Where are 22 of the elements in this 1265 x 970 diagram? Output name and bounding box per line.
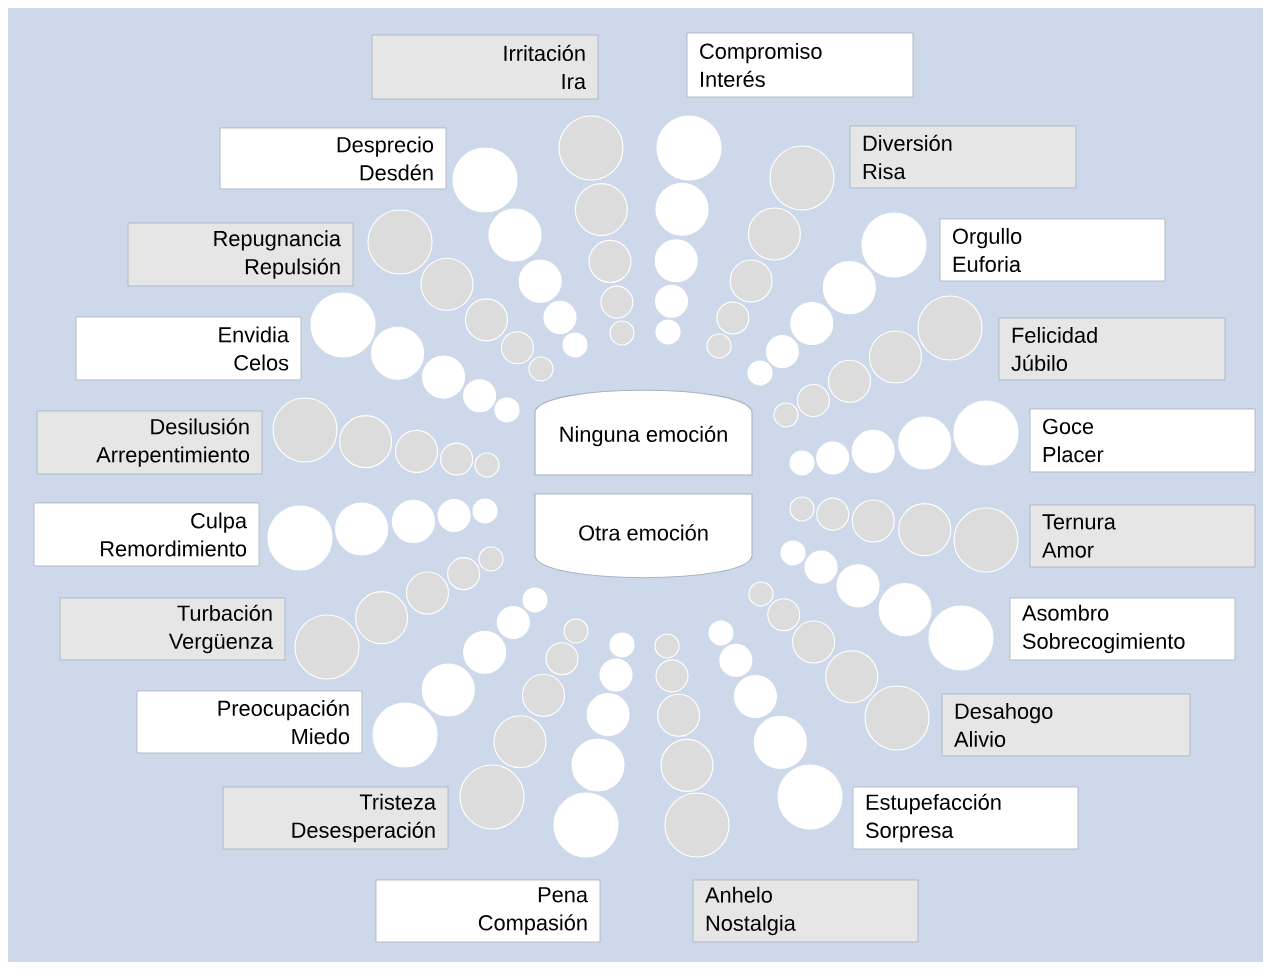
emotion-box: Ternura Amor xyxy=(1029,504,1256,568)
emotion-box: Diversión Risa xyxy=(849,125,1077,189)
emotion-box: Asombro Sobrecogimiento xyxy=(1009,597,1236,661)
bowl-box: Otra emoción xyxy=(534,493,753,579)
emotion-box: Preocupación Miedo xyxy=(136,690,363,754)
emotion-box: Desahogo Alivio xyxy=(941,693,1191,757)
emotion-box: Tristeza Desesperación xyxy=(222,786,449,850)
emotion-box: Irritación Ira xyxy=(371,34,599,100)
emotion-box: Envidia Celos xyxy=(75,316,302,381)
emotion-box: Estupefacción Sorpresa xyxy=(852,786,1079,850)
emotion-box: Pena Compasión xyxy=(375,879,601,943)
emotion-box: Compromiso Interés xyxy=(686,32,914,98)
emotion-box: Felicidad Júbilo xyxy=(998,317,1226,381)
emotion-box: Desilusión Arrepentimiento xyxy=(36,410,263,475)
emotion-box: Orgullo Euforia xyxy=(939,218,1166,282)
dome-box: Ninguna emoción xyxy=(534,389,753,476)
emotion-box: Turbación Vergüenza xyxy=(59,597,286,661)
emotion-box: Goce Placer xyxy=(1029,408,1256,473)
emotion-box: Desprecio Desdén xyxy=(219,127,447,190)
emotion-box: Anhelo Nostalgia xyxy=(692,879,919,943)
emotion-box: Repugnancia Repulsión xyxy=(127,222,354,287)
emotion-box: Culpa Remordimiento xyxy=(33,502,260,567)
